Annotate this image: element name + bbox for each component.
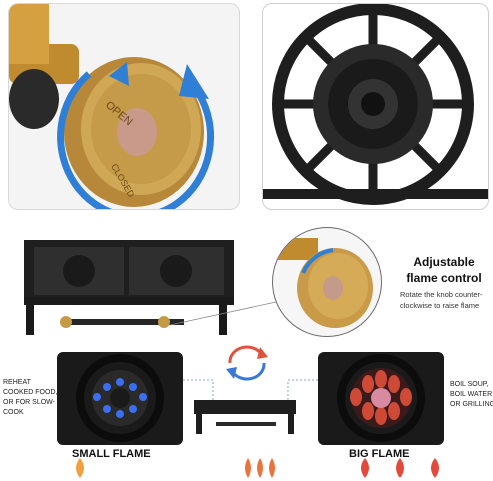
zoom-knob-circle — [272, 227, 382, 337]
boil-note: BOIL SOUP, BOIL WATER OR GRILLING — [450, 381, 493, 408]
double-burner-stove-photo — [14, 235, 239, 340]
callout-description: Rotate the knob counter-clockwise to rai… — [400, 290, 483, 310]
small-flame-label: SMALL FLAME — [72, 448, 151, 460]
big-flame-photo — [318, 352, 444, 445]
burner-photo — [262, 3, 489, 210]
medium-flame-icon-row — [245, 458, 275, 478]
callout-title: Adjustable flame control — [406, 255, 482, 285]
small-flame-photo — [57, 352, 183, 445]
big-flame-icon-row — [361, 458, 439, 478]
connector-line — [170, 301, 277, 326]
dashed-guides — [183, 379, 318, 400]
knob-photo: OPEN CLOSED — [8, 3, 240, 210]
mini-stove-icon — [194, 400, 296, 434]
small-flame-icon-row — [76, 458, 84, 478]
big-flame-label: BIG FLAME — [349, 448, 410, 460]
rotate-arrows-icon — [226, 345, 268, 381]
slow-cook-note: REHEAT COOKED FOOD, OR FOR SLOW-COOK — [3, 379, 58, 416]
